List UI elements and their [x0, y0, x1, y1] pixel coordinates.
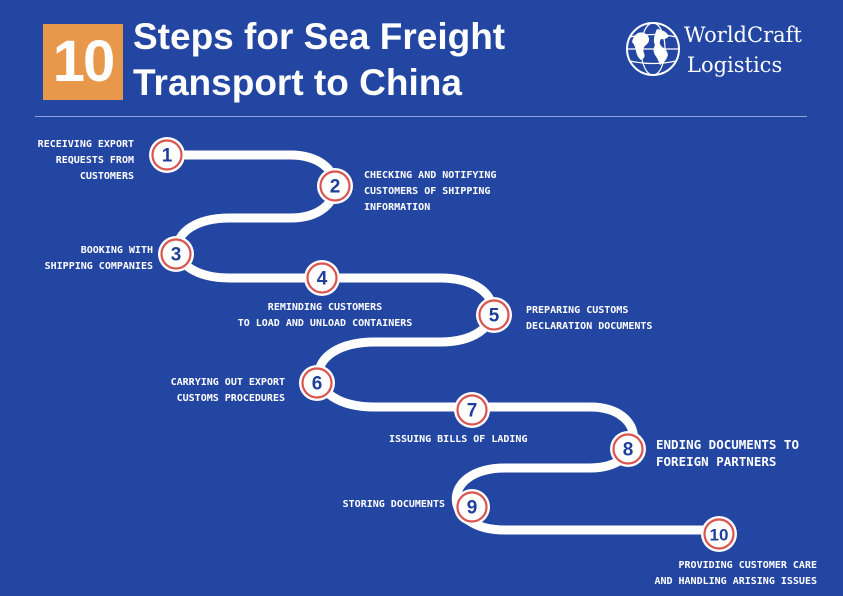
step-number-10: 10	[710, 526, 729, 545]
step-number-1: 1	[162, 146, 173, 167]
step-marker-9-ring	[456, 491, 488, 523]
page-title-line-1: Steps for Sea Freight	[133, 16, 506, 57]
step-marker-5: 5	[476, 297, 512, 333]
globe-icon	[626, 22, 680, 76]
step-marker-8: 8	[610, 431, 646, 467]
step-number-7: 7	[467, 401, 478, 422]
step-number-5: 5	[489, 306, 500, 327]
step-marker-2: 2	[317, 168, 353, 204]
step-markers: 1 2 3 4 5 6 7 8 9 10	[149, 137, 737, 552]
brand-name-line-1: WorldCraft	[684, 23, 802, 47]
step-marker-5-ring	[478, 299, 510, 331]
step-marker-7-ring	[456, 394, 488, 426]
road-path	[162, 150, 723, 535]
step-marker-10: 10	[701, 516, 737, 552]
step-marker-8-ring	[612, 433, 644, 465]
step-marker-6: 6	[299, 365, 335, 401]
step-marker-4: 4	[304, 260, 340, 296]
step-marker-2-ring	[319, 170, 351, 202]
step-number-6: 6	[312, 374, 323, 395]
step-number-9: 9	[467, 498, 478, 519]
step-number-2: 2	[330, 177, 341, 198]
step-marker-3-ring	[160, 238, 192, 270]
step-number-3: 3	[171, 245, 182, 266]
step-number-4: 4	[317, 269, 328, 290]
step-7-label: ISSUING BILLS OF LADING	[389, 434, 528, 445]
title-badge: 10	[43, 24, 123, 100]
step-marker-4-ring	[306, 262, 338, 294]
step-marker-7: 7	[454, 392, 490, 428]
step-marker-9: 9	[454, 489, 490, 525]
page-title-line-2: Transport to China	[133, 62, 462, 103]
step-marker-1-ring	[151, 139, 183, 171]
step-number-8: 8	[623, 440, 634, 461]
brand-name-line-2: Logistics	[687, 53, 783, 77]
step-9-label: STORING DOCUMENTS	[342, 499, 445, 510]
step-marker-6-ring	[301, 367, 333, 399]
step-marker-3: 3	[158, 236, 194, 272]
header-divider	[35, 116, 807, 117]
step-marker-1: 1	[149, 137, 185, 173]
step-marker-10-ring	[703, 518, 735, 550]
